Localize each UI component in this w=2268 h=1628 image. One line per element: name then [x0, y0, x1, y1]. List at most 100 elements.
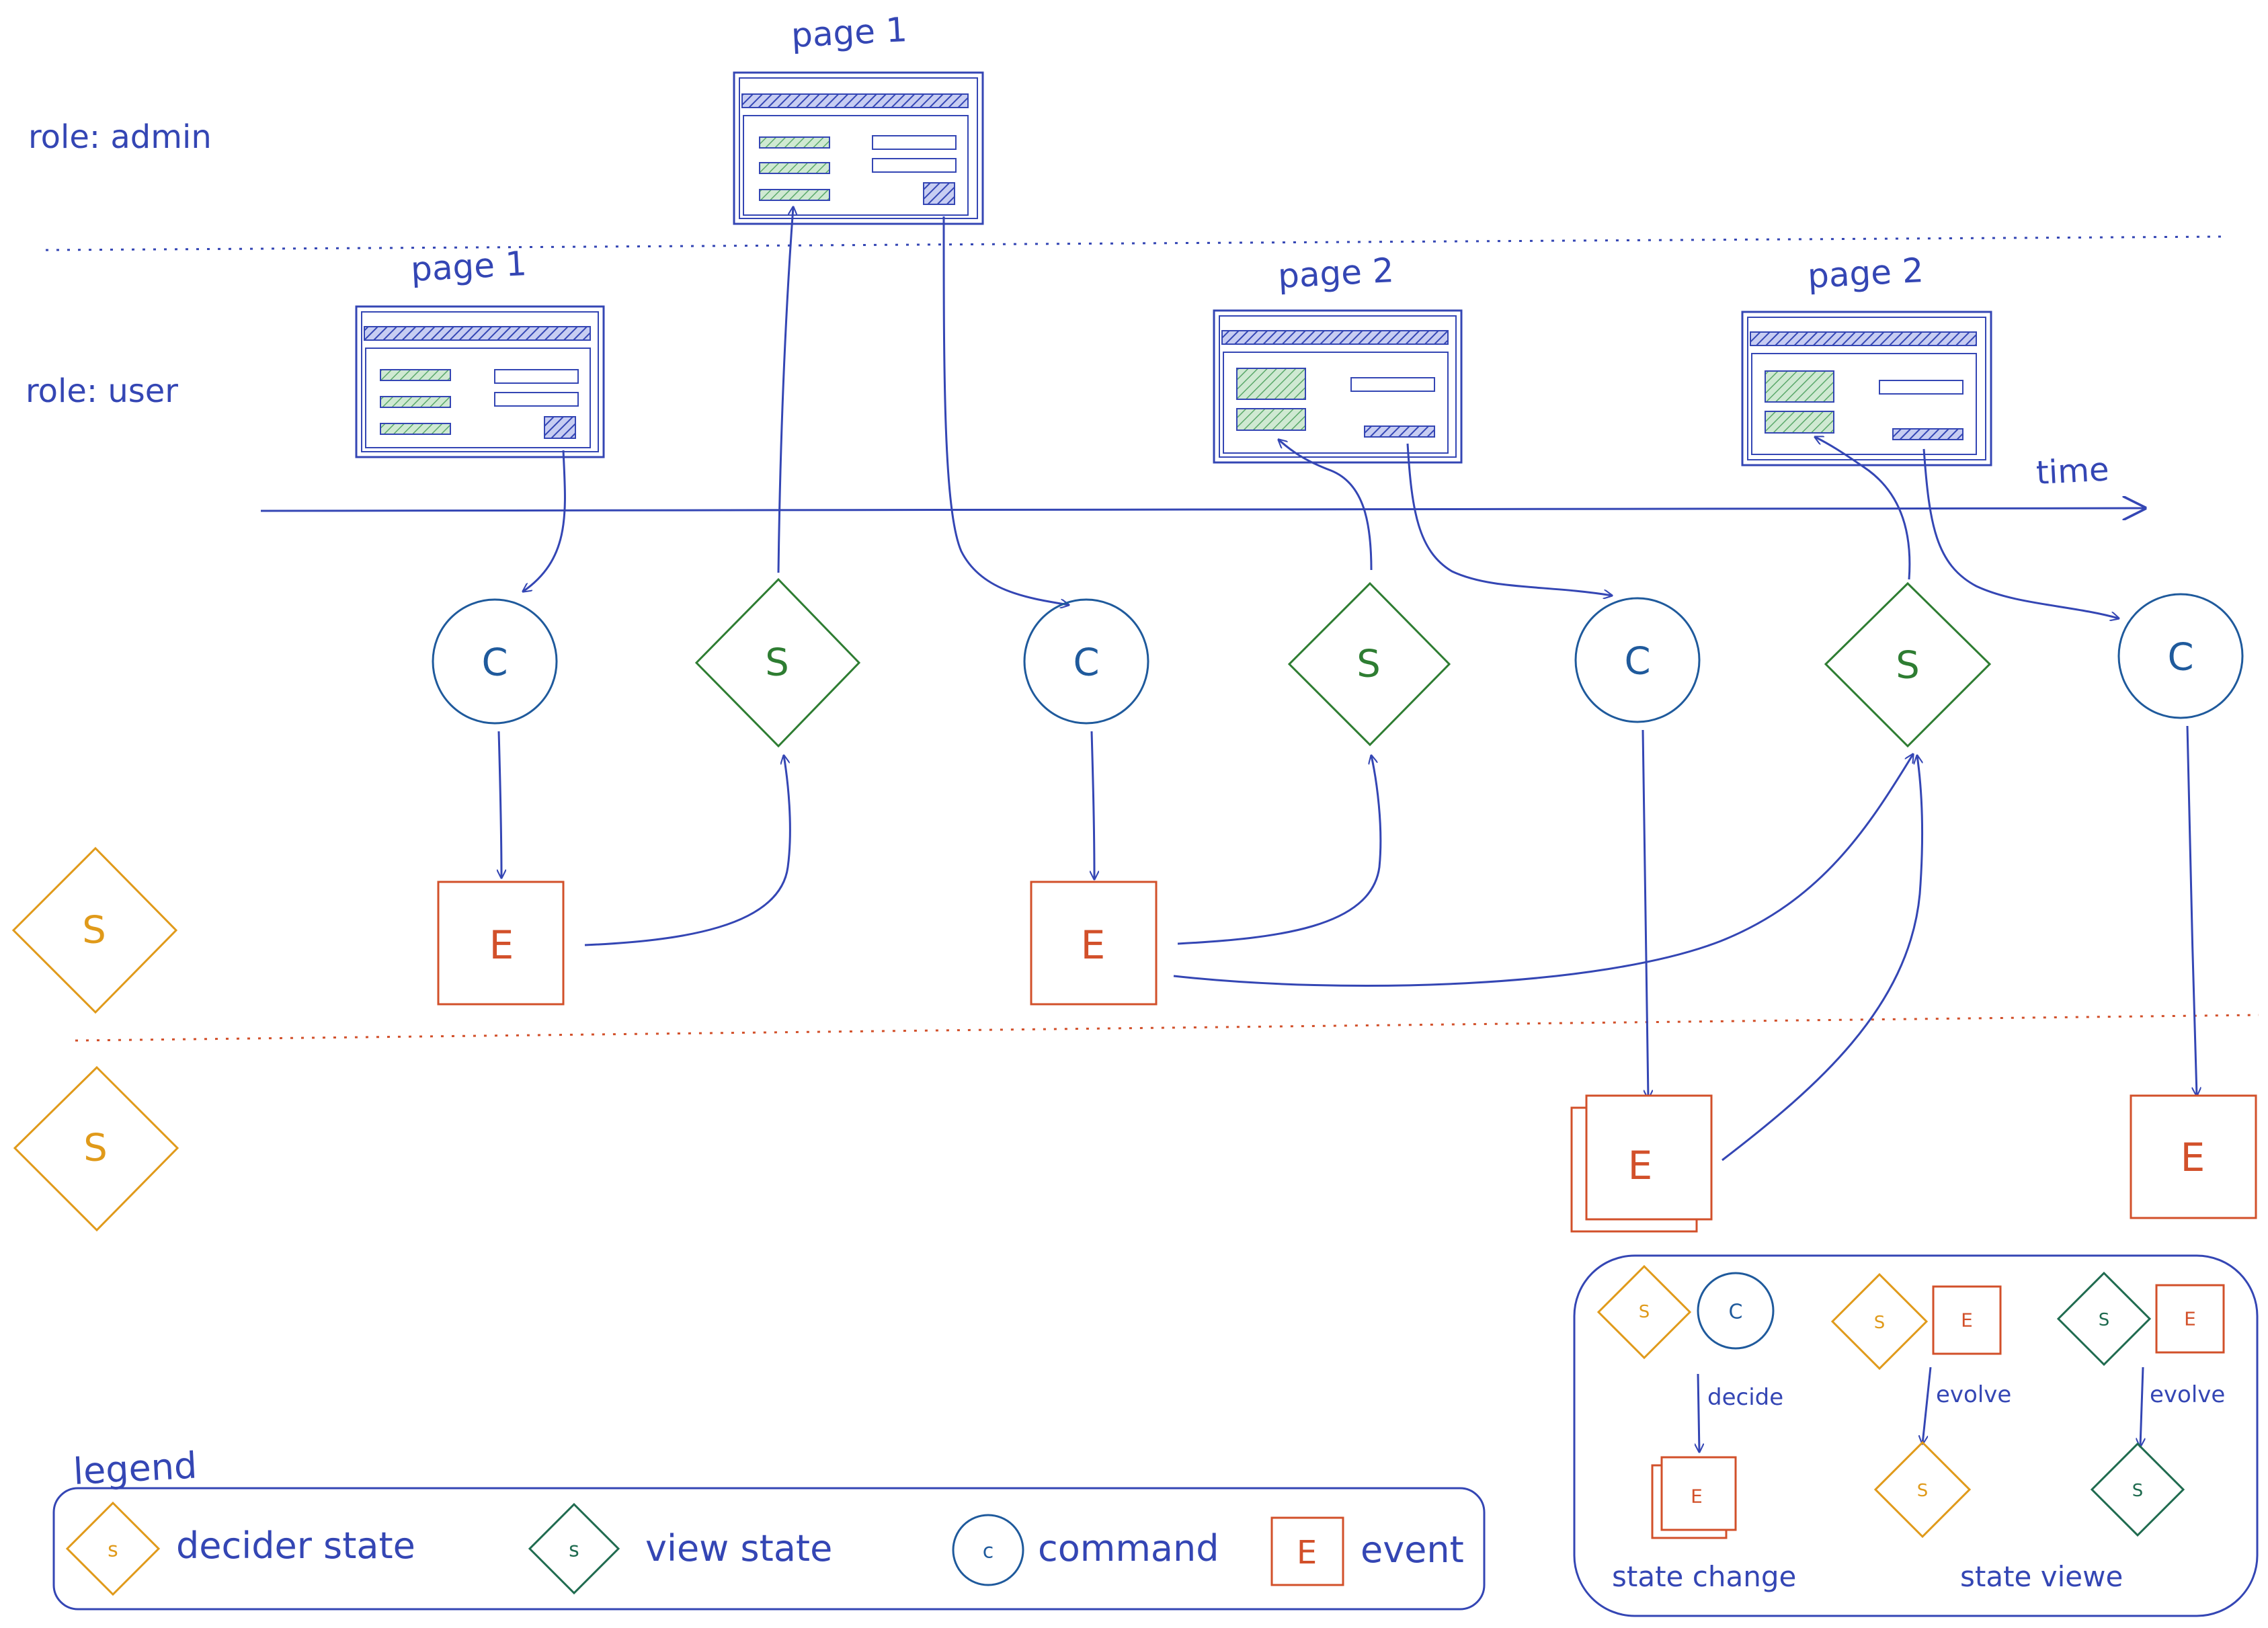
command-node: C [432, 598, 558, 725]
title-bar [1221, 330, 1449, 345]
legend-command-label: command [1038, 1527, 1219, 1570]
field-label [380, 396, 451, 408]
command-glyph: C [481, 641, 508, 685]
role-admin-label: role: admin [28, 118, 212, 156]
event-node: E [1030, 881, 1158, 1006]
content-block [1236, 368, 1306, 400]
evolve-decider-result-glyph: S [1917, 1481, 1929, 1501]
action-button [1892, 428, 1963, 440]
arrow-admin-page1-to-command2 [942, 216, 1069, 605]
title-bar [364, 326, 591, 341]
legend-event-label: event [1361, 1529, 1464, 1571]
content-panel [365, 348, 591, 448]
arrow-command2-to-event2 [1092, 731, 1094, 879]
field-label [380, 369, 451, 381]
content-panel [1223, 352, 1449, 454]
screen-user-page2-b: page 2 [1741, 251, 1992, 466]
command-glyph: C [1624, 640, 1650, 684]
content-block [1765, 370, 1834, 403]
command-glyph: C [1073, 641, 1099, 685]
event-node: E [437, 881, 565, 1006]
content-panel [1751, 353, 1977, 455]
event-glyph: E [2181, 1135, 2205, 1180]
arrow-page2b-to-command4 [1922, 448, 2119, 618]
input-box [494, 369, 579, 384]
decide-label: decide [1707, 1384, 1783, 1411]
view-state-node: S [1287, 581, 1451, 747]
content-block [1765, 411, 1834, 434]
state-view-label: state viewe [1960, 1560, 2123, 1593]
evolve-view-event-glyph: E [2184, 1308, 2196, 1330]
event-node-stacked: E [1570, 1094, 1713, 1233]
view-state-node: S [694, 577, 861, 748]
legend-command-glyph: c [983, 1540, 994, 1563]
legend-event: E event [1270, 1516, 1464, 1586]
legend-view-label: view state [645, 1527, 832, 1570]
screen-title: page 2 [1277, 251, 1395, 296]
decide-event-glyph: E [1691, 1485, 1703, 1508]
legend-command: c command [952, 1514, 1219, 1586]
lane-divider-streams [75, 1014, 2259, 1042]
legend-decider-label: decider state [176, 1524, 415, 1567]
event-glyph: E [1628, 1143, 1653, 1188]
decider-state-node: S [11, 846, 178, 1014]
state-change-label: state change [1612, 1560, 1796, 1593]
legend-box [52, 1487, 1486, 1611]
command-node: C [1023, 598, 1149, 725]
input-box [1350, 377, 1435, 392]
decide-command-glyph: C [1729, 1301, 1743, 1324]
screen-title: page 2 [1807, 251, 1925, 296]
content-panel [743, 115, 969, 216]
evolve-view-label: evolve [2150, 1381, 2225, 1408]
submit-button [923, 182, 955, 205]
evolve-decider-rule: S E evolve S [1830, 1272, 2011, 1539]
rules-box [1573, 1254, 2259, 1617]
decider-state-glyph: S [82, 909, 106, 952]
command-node: C [1574, 597, 1701, 723]
arrow-event2-to-viewstate2 [1177, 756, 1382, 945]
arrow-command3-to-event3 [1642, 729, 1648, 1098]
legend-event-glyph: E [1297, 1534, 1317, 1572]
screen-title: page 1 [791, 10, 908, 55]
window-inner [361, 311, 599, 452]
decide-state-glyph: S [1639, 1302, 1650, 1322]
window-inner [739, 77, 978, 219]
evolve-view-rule: S E evolve S [2056, 1271, 2225, 1537]
command-node: C [2117, 593, 2244, 719]
field-label [759, 189, 830, 201]
evolve-decider-event-glyph: E [1961, 1309, 1973, 1332]
arrow-event1-to-viewstate1 [584, 756, 791, 946]
evolve-view-result-glyph: S [2132, 1481, 2144, 1501]
decide-rule: S C decide E [1596, 1264, 1783, 1539]
title-bar [1750, 331, 1977, 346]
legend-title: legend [72, 1444, 198, 1493]
evolve-decider-state-glyph: S [1874, 1313, 1886, 1333]
view-state-node: S [1824, 581, 1992, 748]
arrow-command1-to-event1 [499, 731, 501, 878]
input-box [872, 158, 957, 173]
screen-title: page 1 [410, 244, 528, 289]
decider-state-node: S [13, 1065, 179, 1232]
input-box [872, 135, 957, 150]
arrow-viewstate3-to-page2b [1815, 437, 1911, 580]
rules-panel: S C decide E S E evolve S S E e [1573, 1254, 2259, 1617]
screen-user-page1: page 1 [355, 244, 605, 458]
content-block [1236, 408, 1306, 431]
field-label [759, 162, 830, 174]
view-state-glyph: S [1896, 644, 1920, 688]
command-glyph: C [2167, 636, 2193, 680]
window-frame [355, 305, 605, 458]
arrow-command4-to-event4 [2186, 725, 2197, 1096]
role-user-label: role: user [26, 372, 178, 410]
legend-decider-state: s decider state [65, 1501, 415, 1596]
screen-user-page2-a: page 2 [1213, 251, 1463, 464]
evolve-decider-label: evolve [1936, 1381, 2011, 1408]
legend-view-state: s view state [528, 1502, 832, 1595]
time-label: time [2035, 450, 2110, 492]
arrow-event3-to-viewstate3 [1722, 756, 1923, 1162]
time-axis [260, 508, 2144, 511]
arrow-event2-to-viewstate3 [1173, 754, 1913, 987]
window-frame [733, 71, 984, 225]
event-glyph: E [1081, 922, 1106, 968]
window-frame [1741, 311, 1992, 466]
